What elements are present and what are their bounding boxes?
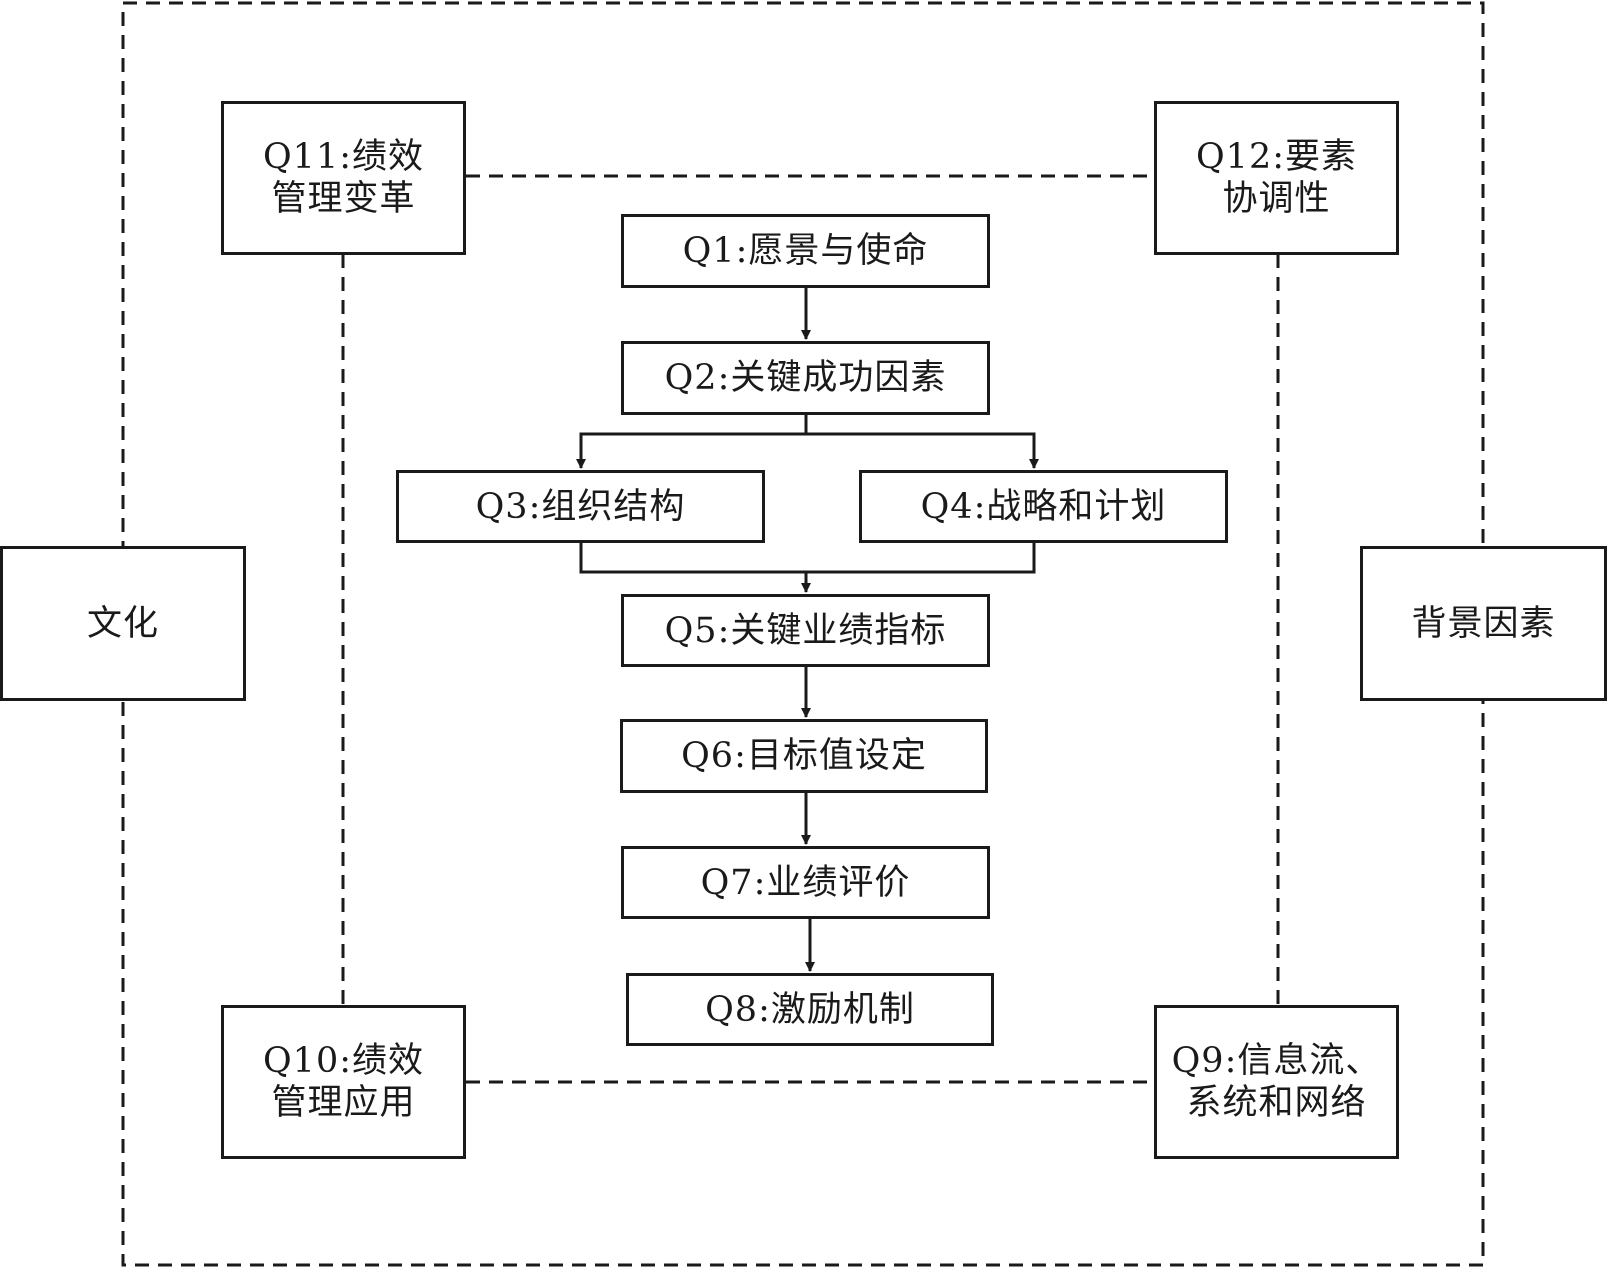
q10-performance-application-box: Q10:绩效 管理应用 bbox=[221, 1005, 466, 1159]
culture-box: 文化 bbox=[0, 546, 246, 701]
q9-information-flow-box: Q9:信息流、 系统和网络 bbox=[1154, 1005, 1399, 1159]
q7-performance-evaluation-box: Q7:业绩评价 bbox=[621, 846, 990, 919]
q5-label: Q5:关键业绩指标 bbox=[664, 610, 947, 651]
q4-label: Q4:战略和计划 bbox=[920, 486, 1167, 527]
q4-strategy-plan-box: Q4:战略和计划 bbox=[859, 470, 1228, 543]
q3-label: Q3:组织结构 bbox=[475, 486, 686, 527]
q9-line2: 系统和网络 bbox=[1186, 1083, 1367, 1123]
q8-incentive-mechanism-box: Q8:激励机制 bbox=[626, 973, 994, 1046]
q12-line2: 协调性 bbox=[1222, 179, 1331, 219]
q11-line1: Q11:绩效 bbox=[262, 137, 425, 177]
arrow-q2-q4 bbox=[806, 432, 1039, 469]
q8-label: Q8:激励机制 bbox=[705, 989, 915, 1030]
q2-key-success-factors-box: Q2:关键成功因素 bbox=[621, 341, 990, 415]
q11-performance-change-box: Q11:绩效 管理变革 bbox=[221, 101, 466, 255]
q1-vision-mission-box: Q1:愿景与使命 bbox=[621, 214, 990, 288]
q10-line2: 管理应用 bbox=[271, 1083, 416, 1123]
background-factors-box: 背景因素 bbox=[1360, 546, 1607, 701]
background-factors-label: 背景因素 bbox=[1411, 603, 1556, 644]
q2-label: Q2:关键成功因素 bbox=[664, 358, 947, 398]
q10-line1: Q10:绩效 bbox=[262, 1041, 425, 1081]
merge-q3-q4 bbox=[579, 543, 1036, 574]
q6-label: Q6:目标值设定 bbox=[681, 736, 927, 776]
q12-element-coordination-box: Q12:要素 协调性 bbox=[1154, 101, 1399, 255]
q12-line1: Q12:要素 bbox=[1195, 137, 1358, 177]
culture-label: 文化 bbox=[86, 603, 159, 644]
q5-kpi-box: Q5:关键业绩指标 bbox=[621, 594, 990, 667]
q3-organization-structure-box: Q3:组织结构 bbox=[396, 470, 765, 543]
q6-target-setting-box: Q6:目标值设定 bbox=[620, 719, 988, 793]
arrow-q2-split bbox=[576, 415, 808, 469]
q1-label: Q1:愿景与使命 bbox=[682, 231, 929, 271]
q7-label: Q7:业绩评价 bbox=[700, 862, 911, 903]
q9-line1: Q9:信息流、 bbox=[1171, 1041, 1382, 1081]
q11-line2: 管理变革 bbox=[271, 179, 416, 219]
